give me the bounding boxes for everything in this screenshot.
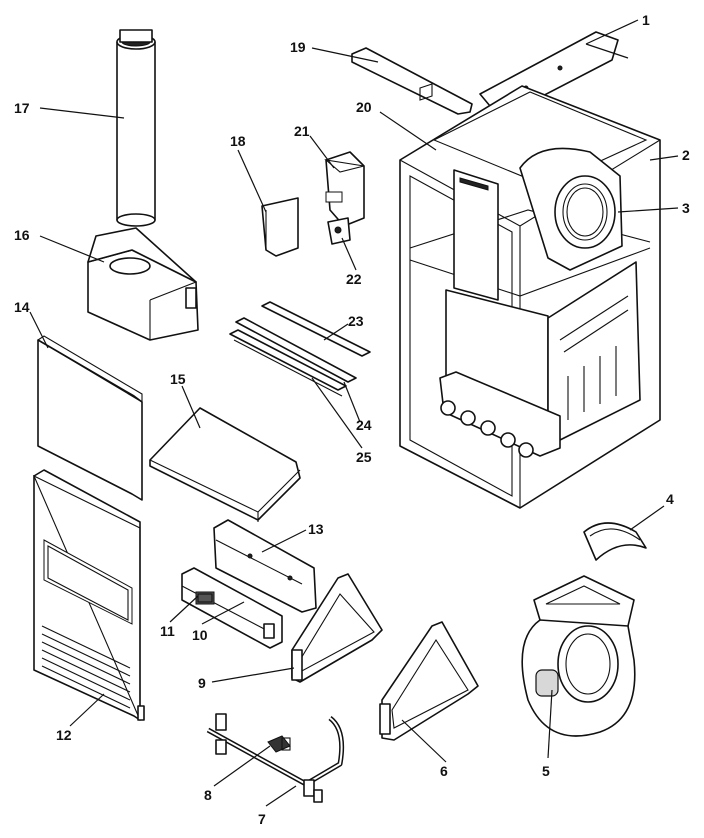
callout-2[interactable]: 2 (682, 147, 690, 163)
callout-25[interactable]: 25 (356, 449, 372, 465)
part-8-clip[interactable] (267, 735, 291, 753)
callout-23[interactable]: 23 (348, 313, 364, 329)
callout-10[interactable]: 10 (192, 627, 208, 643)
part-15-tray[interactable] (149, 407, 301, 522)
callout-17[interactable]: 17 (14, 100, 30, 116)
callout-labels: 1 2 3 4 5 6 7 8 9 10 11 12 13 14 15 16 1… (14, 12, 690, 827)
callout-14[interactable]: 14 (14, 299, 30, 315)
part-13-control-bracket[interactable] (213, 519, 317, 613)
callout-5[interactable]: 5 (542, 763, 550, 779)
leader-lines (29, 19, 679, 807)
callout-15[interactable]: 15 (170, 371, 186, 387)
callout-13[interactable]: 13 (308, 521, 324, 537)
part-22-limit-switch[interactable] (327, 217, 351, 245)
callout-3[interactable]: 3 (682, 200, 690, 216)
part-17-vent-pipe[interactable] (116, 29, 156, 227)
callout-12[interactable]: 12 (56, 727, 72, 743)
callout-7[interactable]: 7 (258, 811, 266, 827)
callout-9[interactable]: 9 (198, 675, 206, 691)
part-21-switch-bracket[interactable] (324, 151, 365, 227)
part-19-top-bracket[interactable] (351, 47, 473, 115)
door-louvers (41, 625, 131, 709)
callout-16[interactable]: 16 (14, 227, 30, 243)
part-7-support-rod[interactable] (206, 713, 345, 803)
part-18-bracket[interactable] (261, 197, 299, 257)
callout-21[interactable]: 21 (294, 123, 310, 139)
callout-20[interactable]: 20 (356, 99, 372, 115)
part-11-transformer[interactable] (195, 591, 215, 605)
callout-8[interactable]: 8 (204, 787, 212, 803)
part-20-flue-collector[interactable] (453, 169, 499, 301)
part-23-rail[interactable] (261, 301, 371, 357)
callout-1[interactable]: 1 (642, 12, 650, 28)
callout-22[interactable]: 22 (346, 271, 362, 287)
callout-11[interactable]: 11 (160, 623, 175, 639)
heat-exchanger (439, 261, 641, 458)
callout-18[interactable]: 18 (230, 133, 246, 149)
part-5-main-blower[interactable] (521, 575, 636, 737)
part-3-inducer-blower[interactable] (519, 147, 623, 271)
part-4-blower-shield[interactable] (583, 522, 647, 561)
callout-19[interactable]: 19 (290, 39, 306, 55)
callout-6[interactable]: 6 (440, 763, 448, 779)
part-24-rail[interactable] (235, 317, 357, 383)
part-6-filter-rack[interactable] (379, 621, 479, 741)
callout-24[interactable]: 24 (356, 417, 372, 433)
part-16-draft-hood[interactable] (87, 227, 199, 341)
callout-4[interactable]: 4 (666, 491, 674, 507)
part-9-filter-rack[interactable] (291, 573, 383, 683)
part-12-lower-door-with-louvers[interactable] (32, 469, 145, 721)
